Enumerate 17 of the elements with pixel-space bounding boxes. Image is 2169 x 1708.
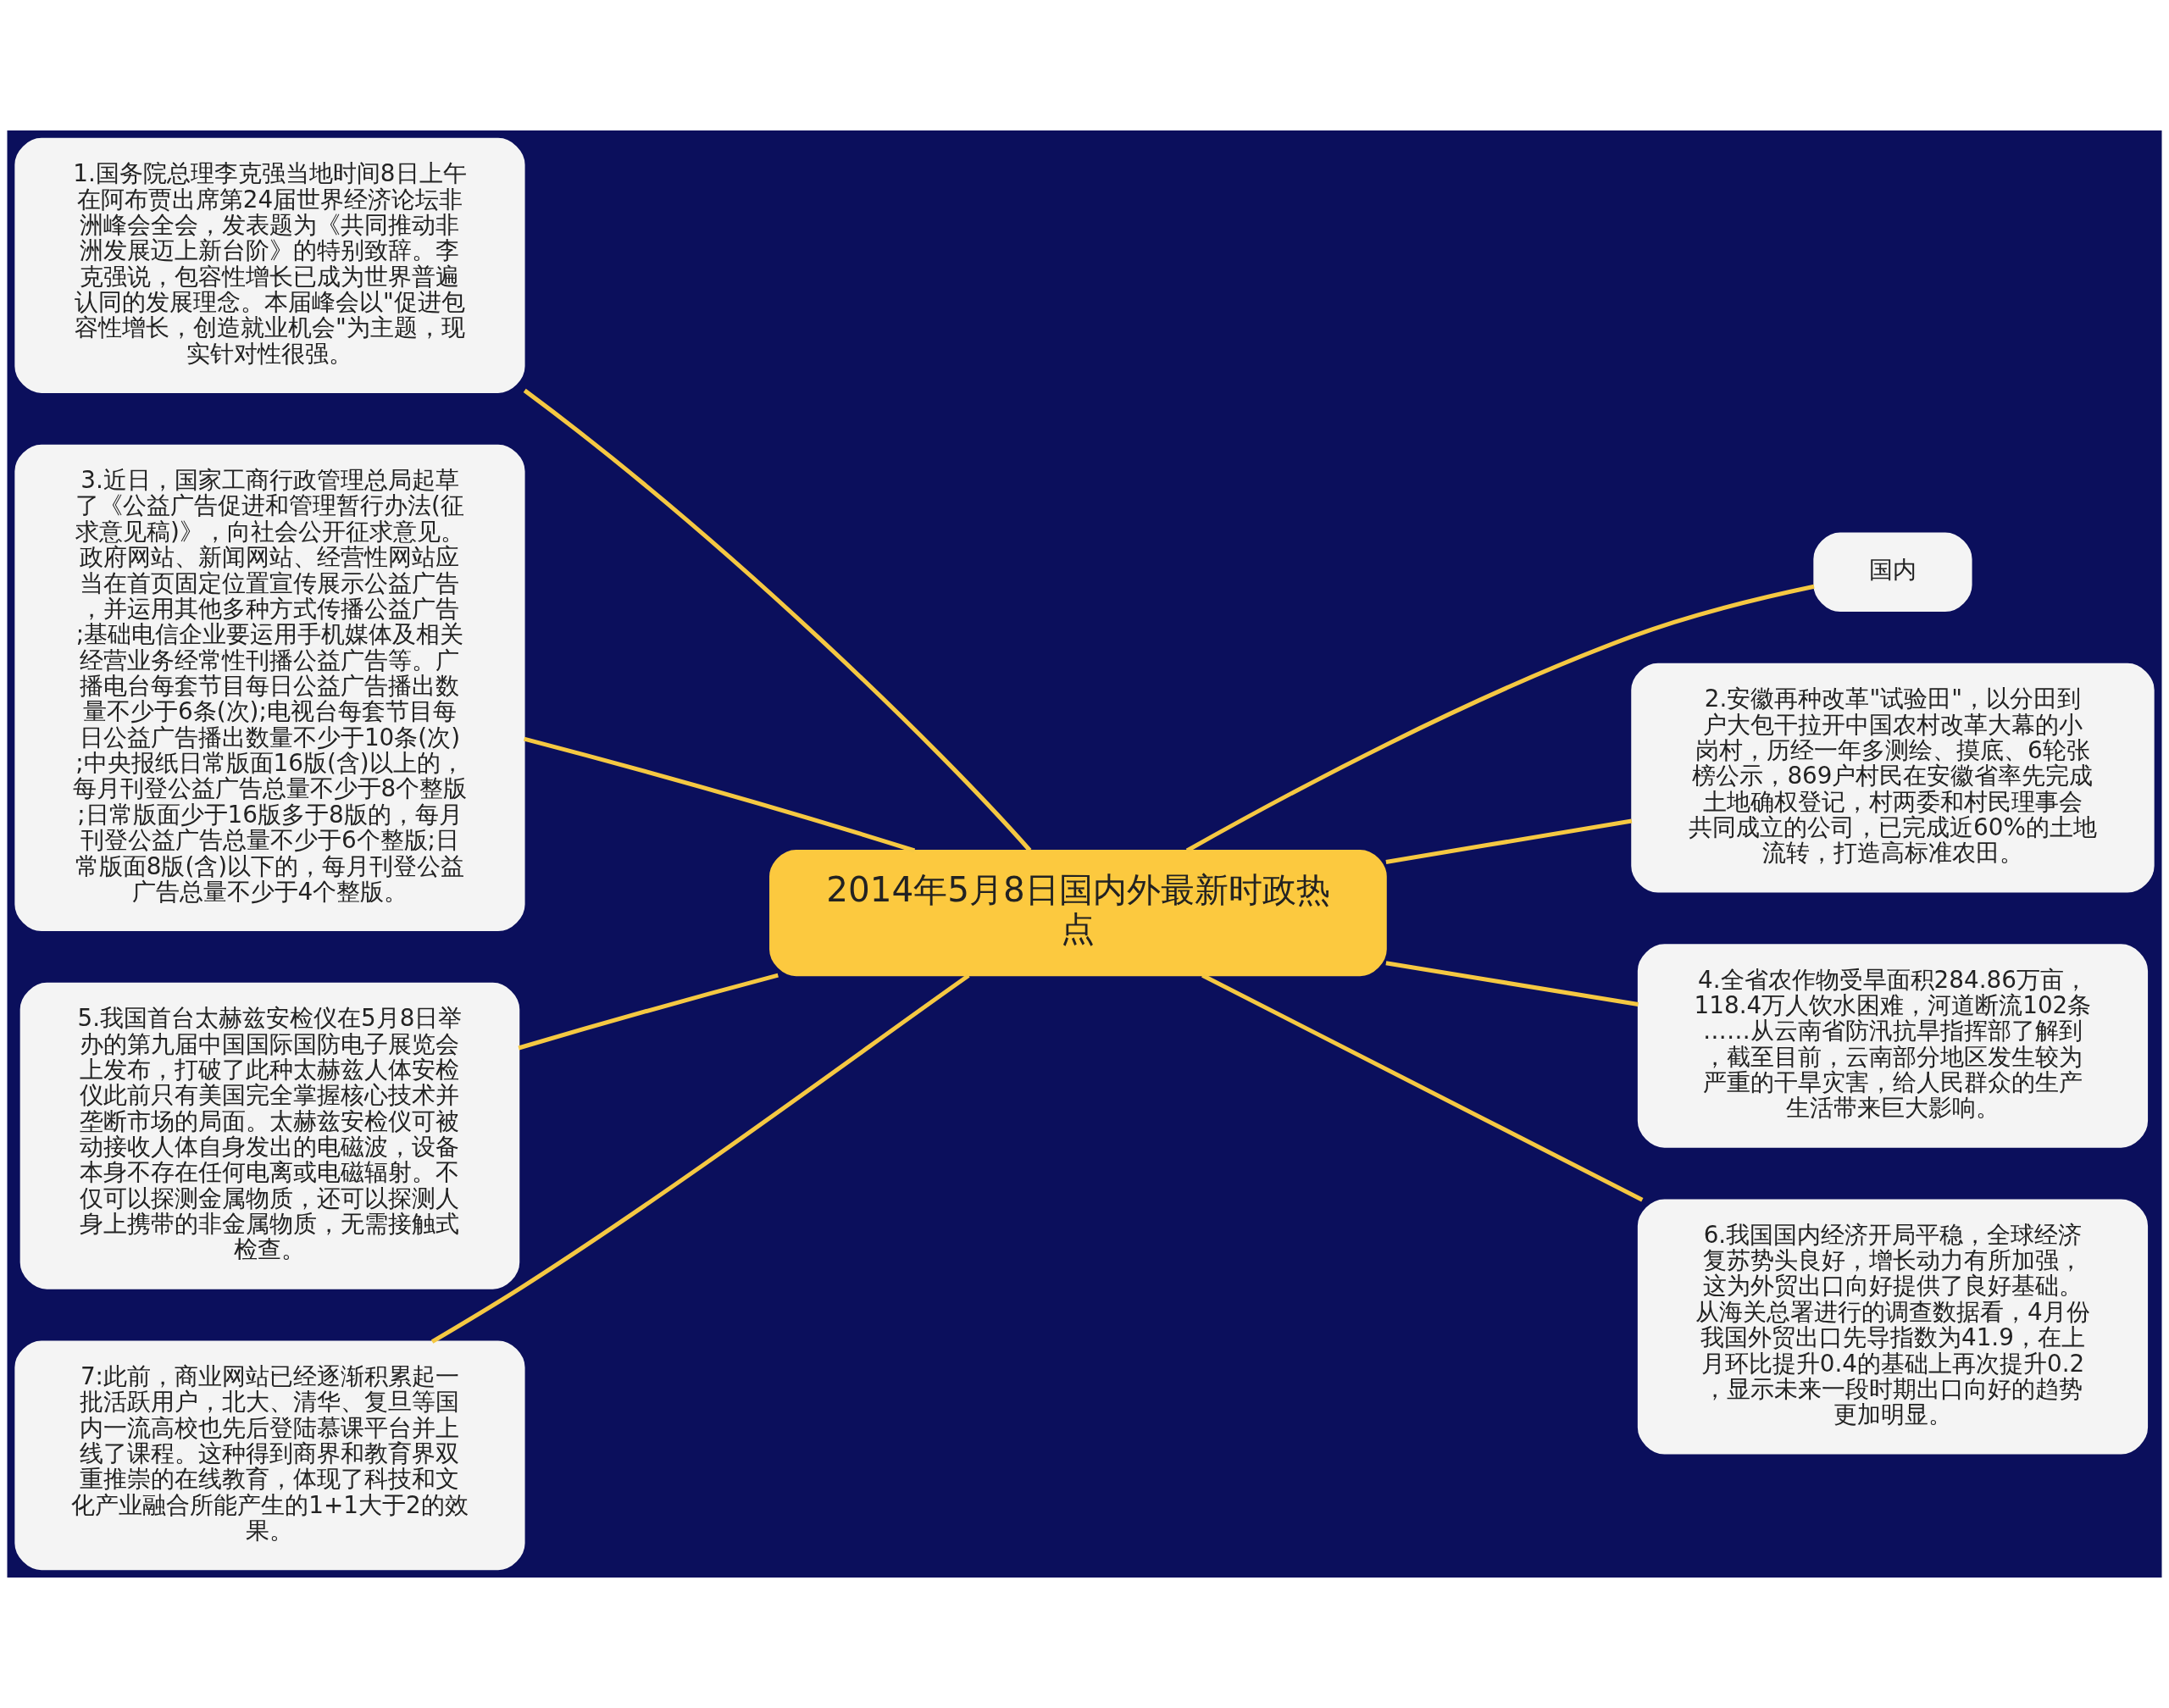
connector bbox=[1185, 584, 1815, 853]
node-box: 国内 bbox=[1813, 532, 1972, 613]
connector bbox=[518, 973, 779, 1051]
node-box: 2014年5月8日国内外最新时政热点 bbox=[769, 849, 1387, 977]
node-box: 1.国务院总理李克强当地时间8日上午在阿布贾出席第24届世界经济论坛非洲峰会全会，发表题为《共同推动非洲发展迈上新台阶》的特别致辞。李克强说，包容性增长已成为世界普遍认同的发展理念。本届峰会以"促进包容性增长，创造就业机会"为主题，现实针对性很强。 bbox=[14, 137, 525, 393]
connector bbox=[1385, 818, 1633, 864]
connector bbox=[1201, 973, 1644, 1202]
node-box: 6.我国国内经济开局平稳，全球经济复苏势头良好，增长动力有所加强，这为外贸出口向好提供了良好基础。从海关总署进行的调查数据看，4月份我国外贸出口先导指数为41.9，在上月环比提升0.4的基础上再次提升0.2，显示未来一段时期出口向好的趋势更加明显。 bbox=[1637, 1199, 2149, 1455]
node-box: 7:此前，商业网站已经逐渐积累起一批活跃用户，北大、清华、复旦等国内一流高校也先后登陆慕课平台并上线了课程。这种得到商界和教育界双重推崇的在线教育，体现了科技和文化产业融合所能产生的1+1大于2的效果。 bbox=[14, 1340, 525, 1571]
connector bbox=[523, 388, 1032, 852]
node-box: 3.近日，国家工商行政管理总局起草了《公益广告促进和管理暂行办法(征求意见稿)》，向社会公开征求意见。政府网站、新闻网站、经营性网站应当在首页固定位置宣传展示公益广告，并运用其他多种方式传播公益广告;基础电信企业要运用手机媒体及相关经营业务经常性刊播公益广告等。广播电台每套节目每日公益广告播出数量不少于6条(次);电视台每套节目每日公益广告播出数量不少于10条(次);中央报纸日常版面16版(含)以上的，每月刊登公益广告总量不少于8个整版;日常版面少于16版多于8版的，每月刊登公益广告总量不少于6个整版;日常版面8版(含)以下的，每月刊登公益广告总量不少于4个整版。 bbox=[14, 444, 525, 932]
connector bbox=[523, 736, 916, 853]
connector bbox=[430, 973, 970, 1344]
node-box: 2.安徽再种改革"试验田"，以分田到户大包干拉开中国农村改革大幕的小岗村，历经一年多测绘、摸底、6轮张榜公示，869户村民在安徽省率先完成土地确权登记，村两委和村民理事会共同成立的公司，已完成近60%的土地流转，打造高标准农田。 bbox=[1631, 663, 2155, 893]
connector bbox=[1385, 961, 1639, 1007]
node-box: 5.我国首台太赫兹安检仪在5月8日举办的第九届中国国际国防电子展览会上发布，打破了此种太赫兹人体安检仪此前只有美国完全掌握核心技术并垄断市场的局面。太赫兹安检仪可被动接收人体自身发出的电磁波，设备本身不存在任何电离或电磁辐射。不仅可以探测金属物质，还可以探测人身上携带的非金属物质，无需接触式检查。 bbox=[19, 982, 520, 1289]
node-box: 4.全省农作物受旱面积284.86万亩，118.4万人饮水困难，河道断流102条……从云南省防汛抗旱指挥部了解到，截至目前，云南部分地区发生较为严重的干旱灾害，给人民群众的生产生活带来巨大影响。 bbox=[1637, 944, 2149, 1148]
